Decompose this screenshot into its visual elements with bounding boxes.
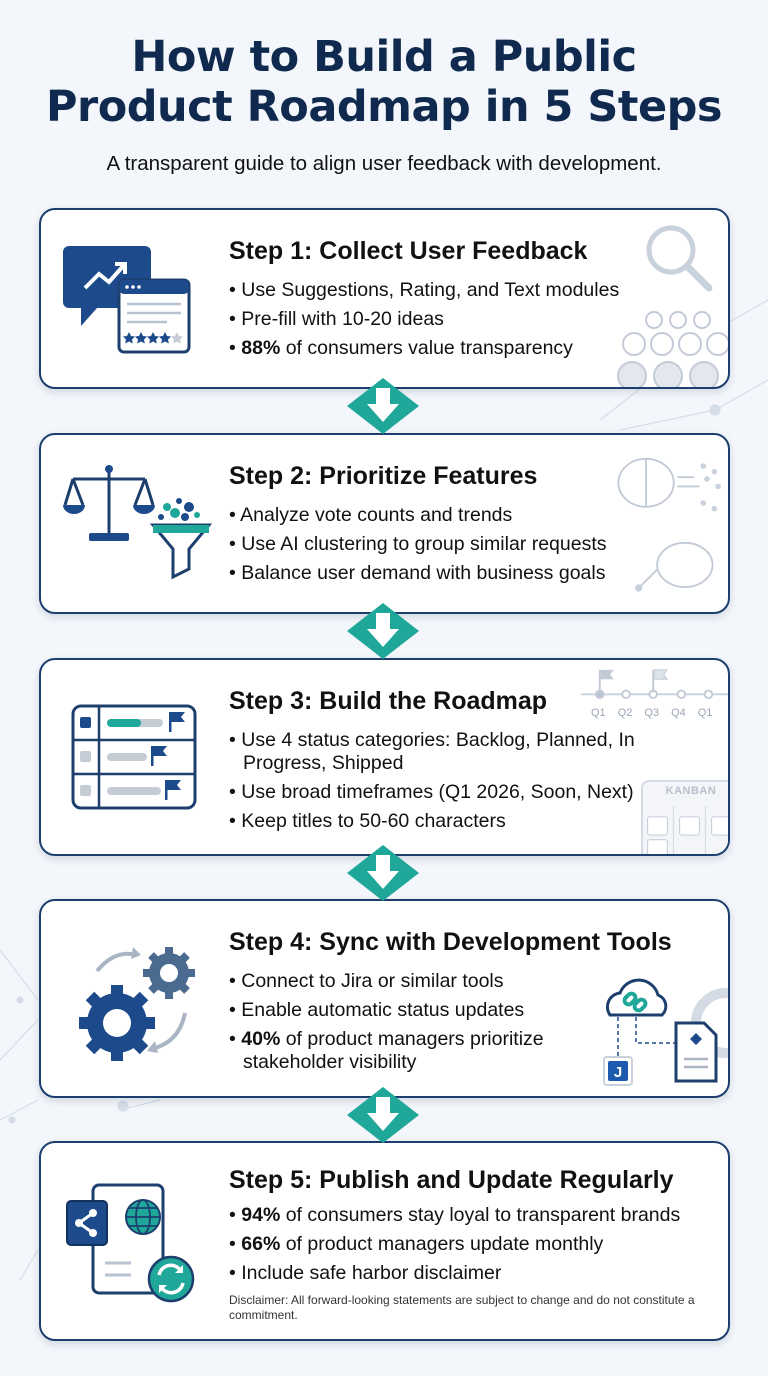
timeline-label: Q1 <box>697 707 713 719</box>
cloud-integration-icon: J <box>603 978 728 1086</box>
bullet: Use broad timeframes (Q1 2026, Soon, Nex… <box>229 778 669 807</box>
down-arrow-icon <box>347 1087 419 1143</box>
timeline-label: Q4 <box>671 707 686 719</box>
feedback-chat-rating-icon <box>63 246 191 354</box>
step-title: Step 1: Collect User Feedback <box>229 237 588 265</box>
jira-logo-letter: J <box>614 1064 622 1081</box>
step-title: Step 2: Prioritize Features <box>229 462 538 490</box>
step-5-card: Step 5: Publish and Update Regularly 94%… <box>39 1141 730 1341</box>
roadmap-table-icon <box>71 704 197 810</box>
bullet: Connect to Jira or similar tools <box>229 967 589 996</box>
step-4-card: Step 4: Sync with Development Tools Conn… <box>39 899 730 1098</box>
timeline-label: Q3 <box>644 707 660 719</box>
step-title: Step 4: Sync with Development Tools <box>229 928 672 956</box>
step-bullets: 94% of consumers stay loyal to transpare… <box>229 1201 724 1288</box>
step-title: Step 3: Build the Roadmap <box>229 687 548 715</box>
bullet: Enable automatic status updates <box>229 996 589 1025</box>
timeline-label: Q1 <box>591 707 606 719</box>
step-bullets: Use 4 status categories: Backlog, Planne… <box>229 726 669 836</box>
bullet: 88% of consumers value transparency <box>229 334 724 363</box>
share-globe-refresh-icon <box>66 1183 195 1303</box>
step-title: Step 5: Publish and Update Regularly <box>229 1166 674 1194</box>
kanban-label: KANBAN <box>665 785 717 797</box>
bullet: Keep titles to 50-60 characters <box>229 807 669 836</box>
down-arrow-icon <box>347 378 419 434</box>
bullet: Use Suggestions, Rating, and Text module… <box>229 276 724 305</box>
timeline-label: Q2 <box>617 707 633 719</box>
scale-funnel-icon <box>63 465 213 580</box>
bullet: Include safe harbor disclaimer <box>229 1259 724 1288</box>
down-arrow-icon <box>347 603 419 659</box>
bullet: 66% of product managers update monthly <box>229 1230 724 1259</box>
bullet: 40% of product managers prioritize stake… <box>229 1028 589 1074</box>
timeline-line <box>581 669 728 699</box>
bullet: Pre-fill with 10-20 ideas <box>229 305 724 334</box>
gears-sync-icon <box>79 947 195 1061</box>
step-3-card: Step 3: Build the Roadmap Use 4 status c… <box>39 658 730 856</box>
bullet: Use 4 status categories: Backlog, Planne… <box>229 729 669 775</box>
subtitle: A transparent guide to align user feedba… <box>106 152 662 175</box>
step-1-card: Step 1: Collect User Feedback Use Sugges… <box>39 208 730 389</box>
bullet: Balance user demand with business goals <box>229 559 724 588</box>
bullet: 94% of consumers stay loyal to transpare… <box>229 1201 724 1230</box>
bullet: Analyze vote counts and trends <box>229 501 724 530</box>
step-bullets: Use Suggestions, Rating, and Text module… <box>229 276 724 363</box>
step-bullets: Analyze vote counts and trends Use AI cl… <box>229 501 724 588</box>
title-line-2: Product Roadmap in 5 Steps <box>46 82 722 132</box>
title-line-1: How to Build a Public <box>131 32 637 82</box>
down-arrow-icon <box>347 845 419 901</box>
step-2-card: Step 2: Prioritize Features Analyze vote… <box>39 433 730 614</box>
disclaimer-text: Disclaimer: All forward-looking statemen… <box>229 1293 695 1322</box>
timeline-graphic: Q1 Q2 Q3 Q4 Q1 <box>581 664 728 722</box>
bullet: Use AI clustering to group similar reque… <box>229 530 724 559</box>
step-bullets: Connect to Jira or similar tools Enable … <box>229 967 589 1074</box>
